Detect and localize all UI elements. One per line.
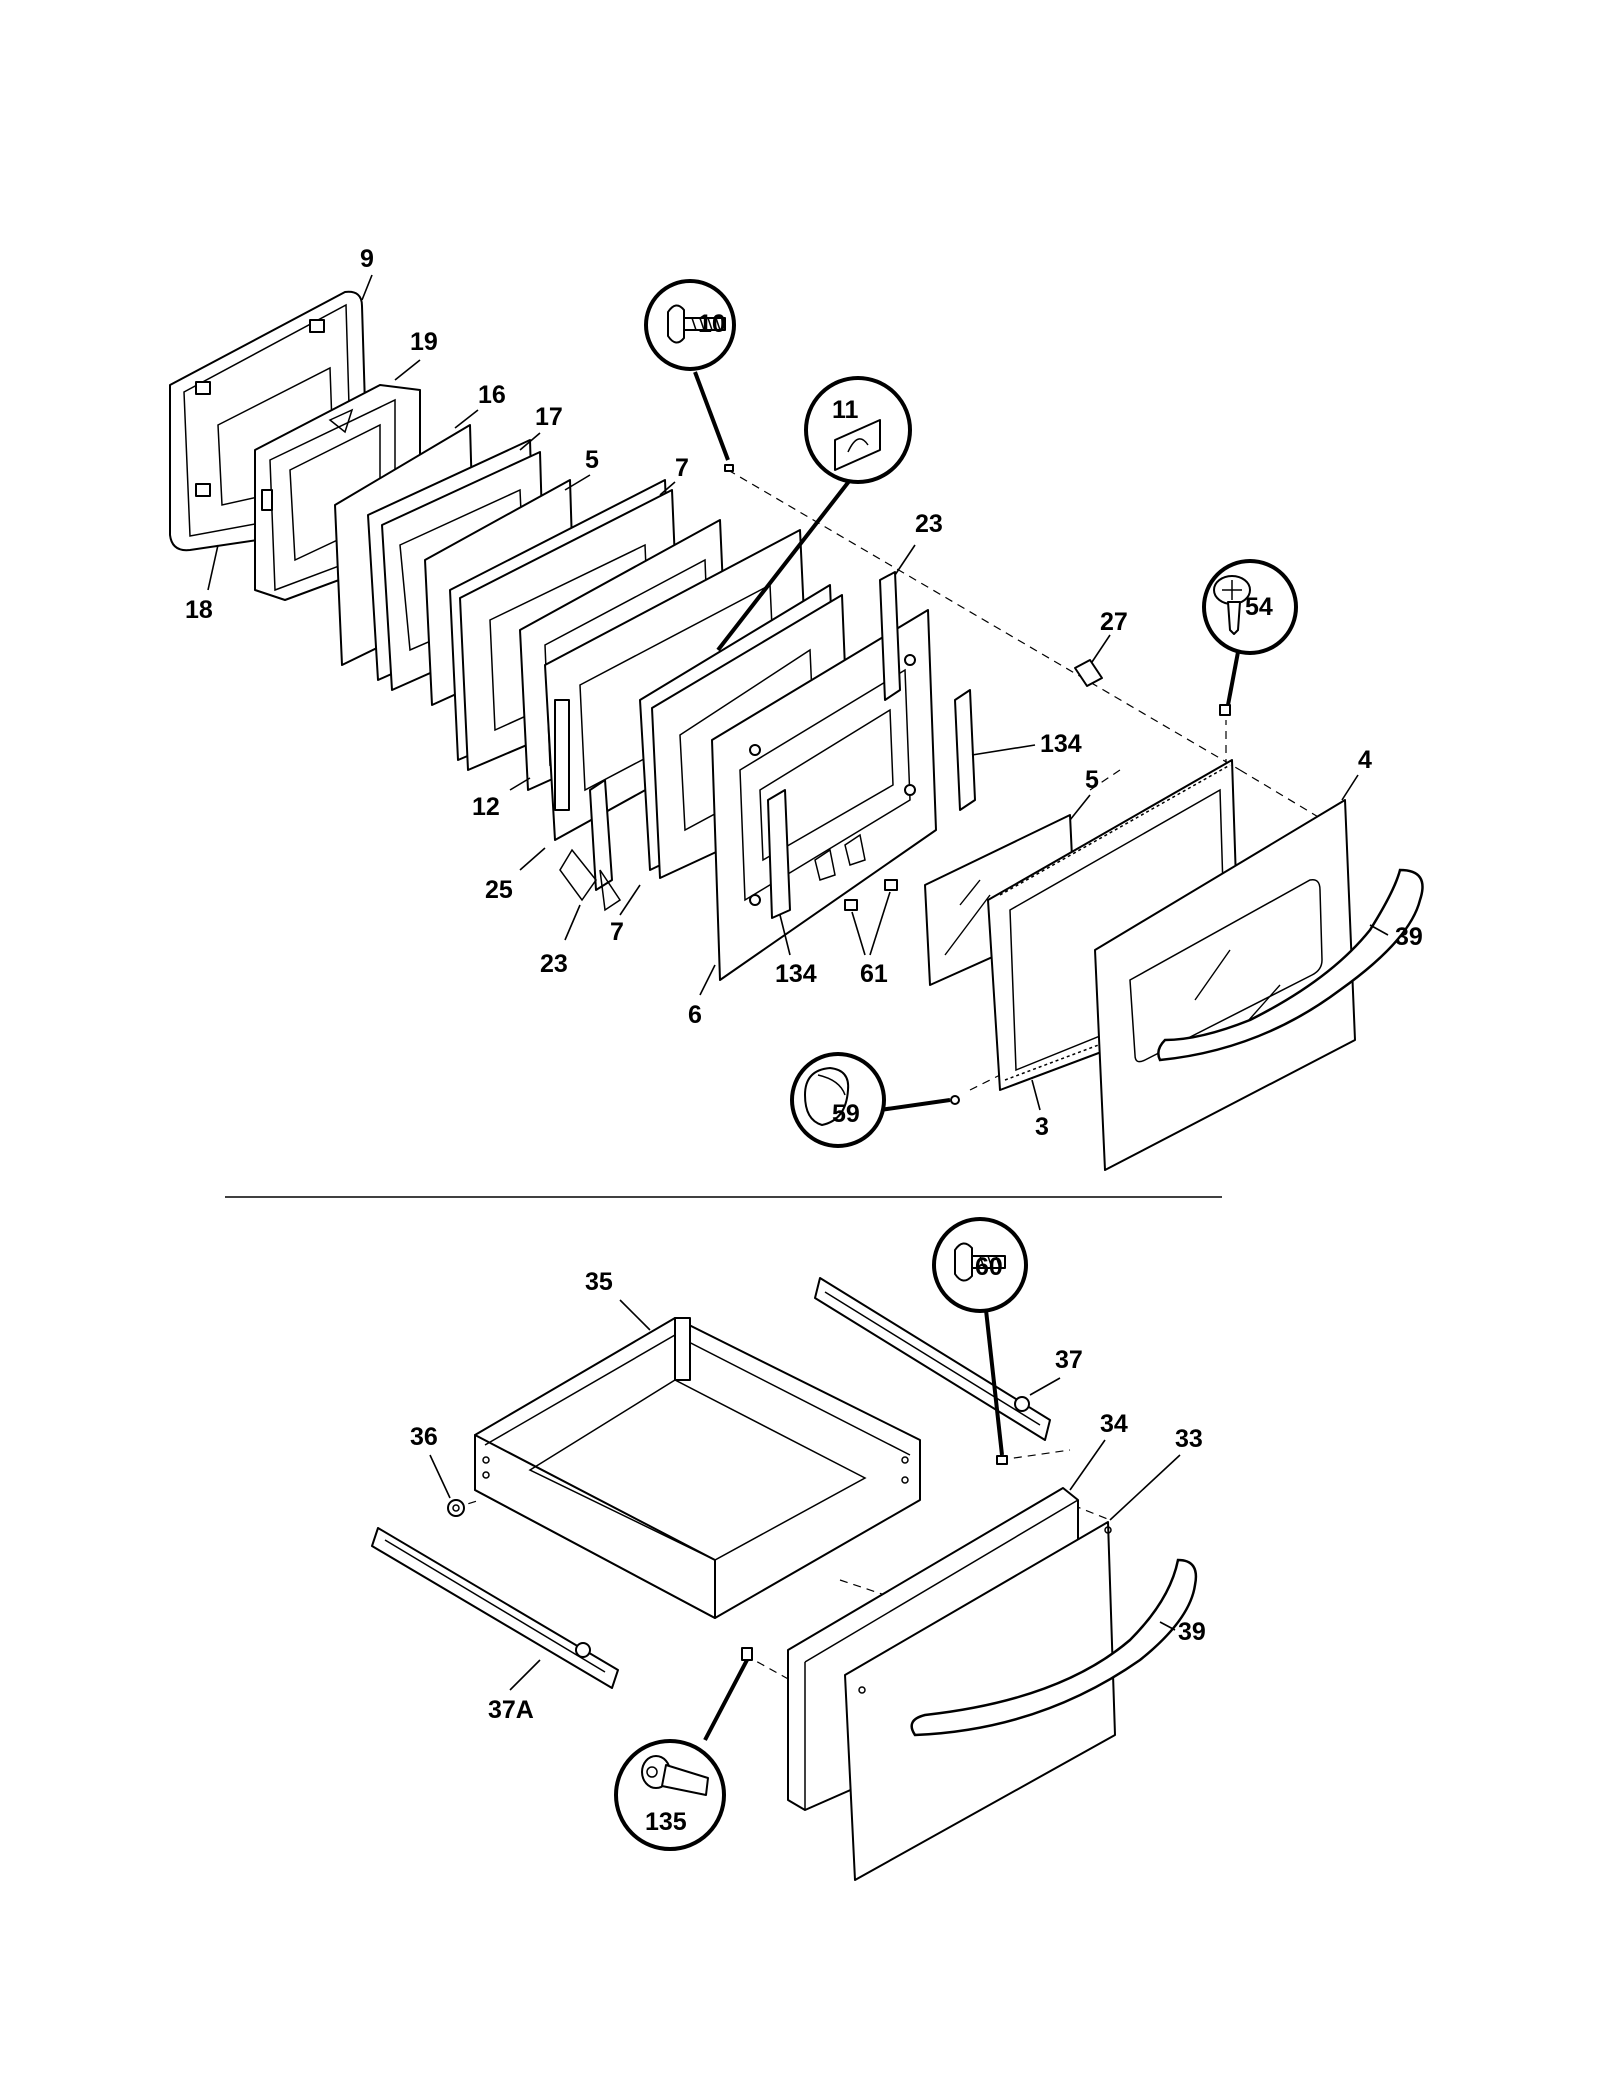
callout-135-label: 135 — [645, 1808, 687, 1836]
lower-assembly: 35 37 36 34 33 39 37A 60 135 — [371, 1217, 1206, 1881]
callout-60-screw: 60 — [932, 1217, 1028, 1456]
label-19: 19 — [410, 328, 438, 356]
upper-leader-lines — [207, 274, 1389, 1111]
part-6-inner-panel — [711, 609, 937, 981]
callout-10-label: 10 — [698, 310, 726, 338]
part-134-bracket-b — [954, 689, 976, 811]
label-12: 12 — [472, 793, 500, 821]
label-4: 4 — [1358, 746, 1372, 774]
callout-54-label: 54 — [1245, 593, 1273, 621]
label-23-right: 23 — [915, 510, 943, 538]
label-5-outer: 5 — [1085, 766, 1099, 794]
label-35: 35 — [585, 1268, 613, 1296]
part-35-drawer-body — [474, 1317, 921, 1619]
part-36-roller — [447, 1499, 465, 1517]
upper-assembly: 9 19 16 17 5 7 18 12 25 23 7 6 134 61 23… — [169, 245, 1424, 1171]
part-39-handle-upper — [1157, 868, 1424, 1062]
label-25: 25 — [485, 876, 513, 904]
label-3: 3 — [1035, 1113, 1049, 1141]
part-37-rail-right — [814, 1277, 1051, 1441]
label-17: 17 — [535, 403, 563, 431]
label-7-upper: 7 — [675, 454, 689, 482]
part-54-screw-marker — [1219, 704, 1231, 716]
lower-leader-lines — [429, 1299, 1181, 1691]
callout-60-label: 60 — [975, 1253, 1003, 1281]
part-23-hinge-right — [879, 571, 901, 701]
label-34: 34 — [1100, 1410, 1128, 1438]
label-39-upper: 39 — [1395, 923, 1423, 951]
part-59-plug-marker — [950, 1095, 960, 1105]
label-18: 18 — [185, 596, 213, 624]
callout-11-label: 11 — [832, 396, 859, 424]
part-61-pins — [844, 879, 898, 911]
part-134-bracket-a — [767, 789, 791, 919]
callout-10-screw: 10 — [644, 279, 736, 461]
label-39-lower: 39 — [1178, 1618, 1206, 1646]
part-37A-rail-left — [371, 1527, 619, 1689]
lower-labels: 35 37 36 34 33 39 37A — [410, 1268, 1206, 1724]
callout-59-label: 59 — [832, 1100, 860, 1128]
part-33-drawer-outer — [844, 1521, 1116, 1881]
label-61: 61 — [860, 960, 888, 988]
label-23-left: 23 — [540, 950, 568, 978]
label-5-inner: 5 — [585, 446, 599, 474]
label-33: 33 — [1175, 1425, 1203, 1453]
upper-labels: 9 19 16 17 5 7 18 12 25 23 7 6 134 61 23… — [185, 245, 1423, 1141]
callout-135-pin: 135 — [614, 1659, 749, 1851]
label-37A: 37A — [488, 1696, 534, 1724]
label-7-lower: 7 — [610, 918, 624, 946]
label-27: 27 — [1100, 608, 1128, 636]
part-27-spacer — [1074, 659, 1103, 687]
callout-11-clip: 11 — [716, 376, 912, 652]
label-6: 6 — [688, 1001, 702, 1029]
label-134-left: 134 — [775, 960, 817, 988]
part-60-marker — [996, 1455, 1008, 1465]
callout-54-screw: 54 — [1202, 559, 1298, 706]
label-36: 36 — [410, 1423, 438, 1451]
part-135-marker — [741, 1647, 753, 1661]
label-134-right: 134 — [1040, 730, 1082, 758]
label-9: 9 — [360, 245, 374, 273]
label-16: 16 — [478, 381, 506, 409]
part-10-screw-marker — [724, 464, 734, 472]
callout-59-plug: 59 — [790, 1052, 951, 1148]
label-37: 37 — [1055, 1346, 1083, 1374]
part-39-handle-lower — [910, 1558, 1198, 1737]
part-23-hinge-left — [559, 779, 622, 912]
